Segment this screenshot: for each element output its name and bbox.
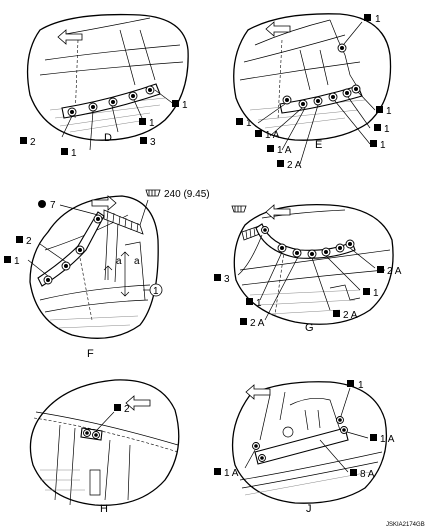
panel-h: 2 H [29, 379, 180, 515]
svg-text:2: 2 [26, 236, 32, 247]
callout-f-1: 7 [38, 200, 56, 211]
svg-text:1: 1 [386, 106, 392, 117]
panel-f-label: F [87, 348, 94, 360]
callout-j-4: 8 A [350, 469, 375, 480]
svg-text:1: 1 [182, 100, 188, 111]
svg-text:240 (9.45): 240 (9.45) [164, 189, 210, 200]
svg-text:1: 1 [149, 118, 155, 129]
callout-e-1: 1 [364, 14, 381, 25]
svg-text:2 A: 2 A [387, 266, 402, 277]
sealant-callout: 240 (9.45) [145, 189, 210, 200]
callout-g-6: 2 A [377, 266, 402, 277]
callout-j-2: 1 A [370, 434, 395, 445]
dimension-a-1: a [116, 256, 122, 267]
svg-text:2 A: 2 A [250, 318, 265, 329]
callout-e-2: 1 [376, 106, 392, 117]
callout-g-2: 1 [246, 298, 262, 309]
svg-text:1: 1 [153, 286, 159, 297]
weld-spots [252, 416, 348, 462]
svg-text:1: 1 [384, 124, 390, 135]
svg-text:1 A: 1 A [277, 145, 292, 156]
callout-e-8: 1 [236, 118, 252, 129]
panel-f: a a 7 2 1 240 (9.45) 1 F [4, 189, 210, 360]
panel-j-label: J [306, 503, 312, 515]
direction-arrow-icon [125, 395, 151, 411]
svg-text:3: 3 [224, 274, 230, 285]
callout-g-1: 3 [214, 274, 230, 285]
svg-text:1: 1 [71, 148, 77, 159]
panel-d: 1 1 3 2 1 D [20, 13, 189, 159]
callout-d-4: 2 [20, 137, 36, 148]
direction-arrow-icon [91, 195, 117, 211]
svg-text:2 A: 2 A [343, 310, 358, 321]
callout-h-1: 2 [114, 404, 130, 415]
svg-text:1: 1 [246, 118, 252, 129]
panel-g-outline [233, 204, 394, 325]
weld-band [254, 427, 349, 465]
sealant-icon [145, 189, 161, 197]
callout-j-3: 1 A [214, 468, 239, 479]
weld-spots [67, 85, 155, 117]
panel-j: 1 1 A 1 A 8 A J [214, 380, 395, 515]
callout-j-1: 1 [347, 380, 364, 391]
svg-text:1: 1 [14, 256, 20, 267]
svg-text:1 A: 1 A [380, 434, 395, 445]
direction-arrow-icon [57, 29, 83, 45]
callout-d-3: 3 [140, 137, 156, 148]
callout-d-5: 1 [61, 148, 77, 159]
callout-g-5: 1 [363, 288, 379, 299]
figure-code: JSKIA2174GB [386, 522, 425, 528]
panel-e: 1 1 1 1 1 A 1 A 2 A 1 E [233, 13, 392, 171]
panel-d-outline [26, 13, 189, 141]
svg-text:8 A: 8 A [360, 469, 375, 480]
panel-e-outline [233, 13, 392, 141]
svg-text:1 A: 1 A [224, 468, 239, 479]
direction-arrow-icon [245, 384, 271, 400]
callout-e-7: 2 A [277, 160, 302, 171]
sealant-callout [231, 205, 247, 213]
callout-g-4: 2 A [333, 310, 358, 321]
direction-arrow-icon [265, 204, 291, 220]
direction-arrow-icon [265, 21, 291, 37]
callout-e-6: 1 A [267, 145, 292, 156]
svg-text:2 A: 2 A [287, 160, 302, 171]
weld-spots [261, 226, 355, 259]
panel-d-label: D [104, 132, 112, 144]
callout-e-4: 1 [370, 140, 386, 151]
svg-text:1: 1 [380, 140, 386, 151]
weld-spots [83, 429, 100, 439]
callout-f-2: 2 [16, 236, 32, 247]
callout-e-3: 1 [374, 124, 390, 135]
svg-text:2: 2 [124, 404, 130, 415]
callout-d-2: 1 [139, 118, 155, 129]
sealant-icon [231, 205, 247, 213]
weld-band [37, 211, 105, 287]
svg-text:1 A: 1 A [265, 130, 280, 141]
panel-g: 3 1 2 A 2 A 1 2 A G [214, 204, 402, 334]
callout-d-1: 1 [172, 100, 188, 111]
svg-text:7: 7 [50, 200, 56, 211]
dimension-a-2: a [134, 256, 140, 267]
svg-text:2: 2 [30, 137, 36, 148]
svg-text:1: 1 [375, 14, 381, 25]
panel-h-outline [29, 379, 180, 506]
svg-text:3: 3 [150, 137, 156, 148]
svg-text:1: 1 [373, 288, 379, 299]
svg-text:1: 1 [358, 380, 364, 391]
callout-g-3: 2 A [240, 318, 265, 329]
panel-h-label: H [100, 503, 108, 515]
circle-ref: 1 [149, 283, 163, 297]
weld-spots [282, 43, 361, 109]
panel-g-label: G [305, 322, 314, 334]
panel-e-label: E [315, 139, 322, 151]
panel-f-outline [29, 195, 159, 339]
svg-text:1: 1 [256, 298, 262, 309]
callout-e-5: 1 A [255, 130, 280, 141]
callout-f-3: 1 [4, 256, 20, 267]
